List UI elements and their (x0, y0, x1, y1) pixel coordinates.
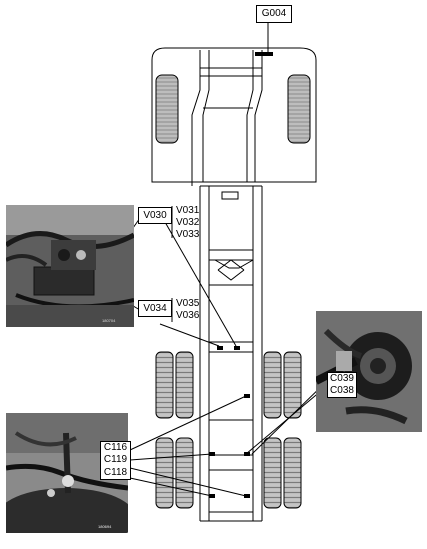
label-v033: V033 (176, 229, 200, 240)
label-v036: V036 (176, 310, 200, 321)
label-v032: V032 (176, 217, 200, 228)
rear-wheels-axle2-right (263, 437, 302, 509)
label-c039-c038: C039 C038 (327, 372, 357, 398)
photo-connector (316, 311, 422, 432)
label-v031: V031 (176, 205, 200, 216)
label-v035: V035 (176, 298, 200, 309)
label-c116-c119-c118: C116 C119 C118 (100, 441, 131, 480)
rear-wheels-axle1-left (155, 351, 194, 419)
rear-wheels-axle2-left (155, 437, 194, 509)
label-g004: G004 (256, 5, 292, 23)
marker-c118 (244, 494, 250, 498)
marker-c116-upper (244, 394, 250, 398)
marker-v030 (234, 346, 240, 350)
frame-rails (199, 185, 263, 522)
marker-g004 (255, 52, 273, 56)
label-c038: C038 (330, 385, 354, 396)
photo-air-tank: 180694 (6, 413, 128, 533)
label-v030: V030 (138, 207, 172, 224)
label-c116: C116 (103, 442, 128, 454)
rear-wheels-axle1-right (263, 351, 302, 419)
cab-outline (151, 47, 317, 186)
front-wheel-right (287, 74, 311, 144)
marker-c039 (244, 452, 250, 456)
label-v034: V034 (138, 300, 172, 317)
label-c039: C039 (330, 373, 354, 384)
photo-code: 180704 (102, 318, 116, 323)
photo-code: 180694 (98, 524, 112, 529)
label-c119: C119 (103, 454, 128, 466)
marker-v034 (217, 346, 223, 350)
front-wheel-left (155, 74, 179, 144)
photo-valve-block: 180704 (6, 205, 134, 327)
label-c118: C118 (103, 466, 128, 478)
